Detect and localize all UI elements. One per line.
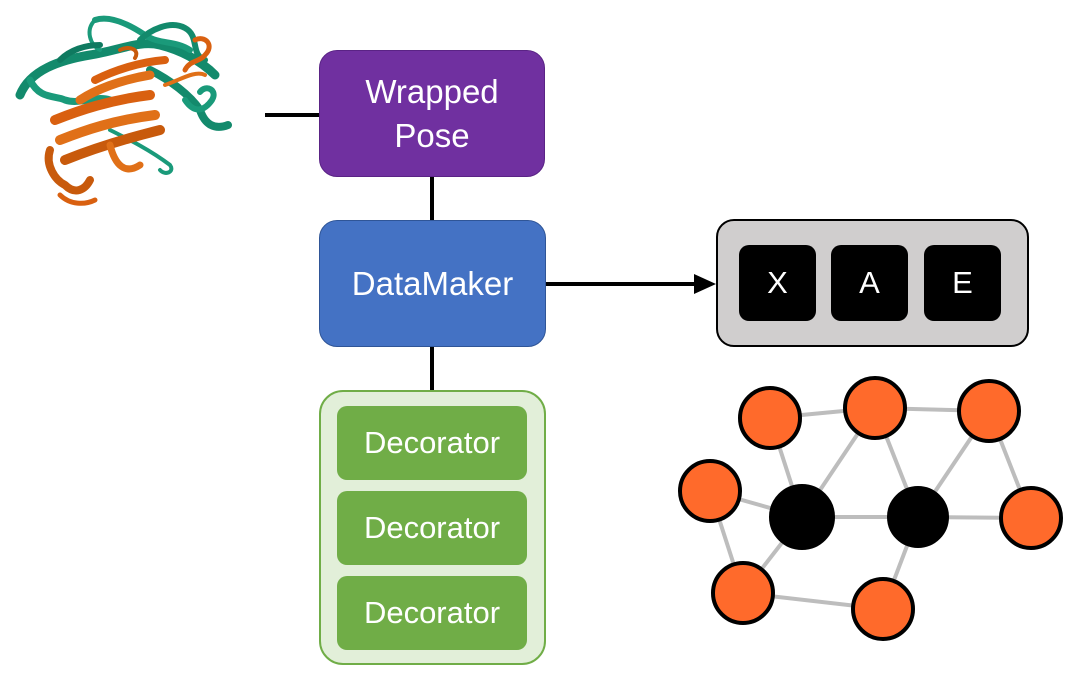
decorator-box: Decorator [337, 491, 527, 565]
tensor-x-box: X [739, 245, 816, 321]
decorator-label: Decorator [363, 595, 501, 630]
tensor-e-label: E [952, 265, 973, 300]
tensor-a-box: A [831, 245, 908, 321]
graph-outer-node [738, 386, 802, 450]
decorator-label: Decorator [363, 510, 501, 545]
decorator-label: Decorator [363, 425, 501, 460]
datamaker-to-decorators-line [430, 347, 434, 391]
graph-inner-node [769, 484, 835, 550]
graph-outer-node [678, 459, 742, 523]
tensor-a-label: A [859, 265, 880, 300]
graph-outer-node [957, 379, 1021, 443]
decorator-box: Decorator [337, 406, 527, 480]
tensor-x-label: X [767, 265, 788, 300]
wrapped-pose-label-line1: Wrapped [365, 72, 499, 110]
graph-outer-node [711, 561, 775, 625]
graph-outer-node [999, 486, 1063, 550]
graph-inner-node [887, 486, 949, 548]
graph-outer-node [843, 376, 907, 440]
pose-connector-line [265, 113, 320, 117]
wrapped-pose-label-line2: Pose [394, 116, 470, 154]
pose-to-datamaker-line [430, 177, 434, 221]
decorator-box: Decorator [337, 576, 527, 650]
datamaker-label: DataMaker [351, 264, 514, 302]
wrapped-pose-box: Wrapped Pose [319, 50, 545, 177]
graph-outer-node [851, 577, 915, 641]
tensor-e-box: E [924, 245, 1001, 321]
datamaker-box: DataMaker [319, 220, 546, 347]
protein-structure-icon [15, 15, 232, 206]
